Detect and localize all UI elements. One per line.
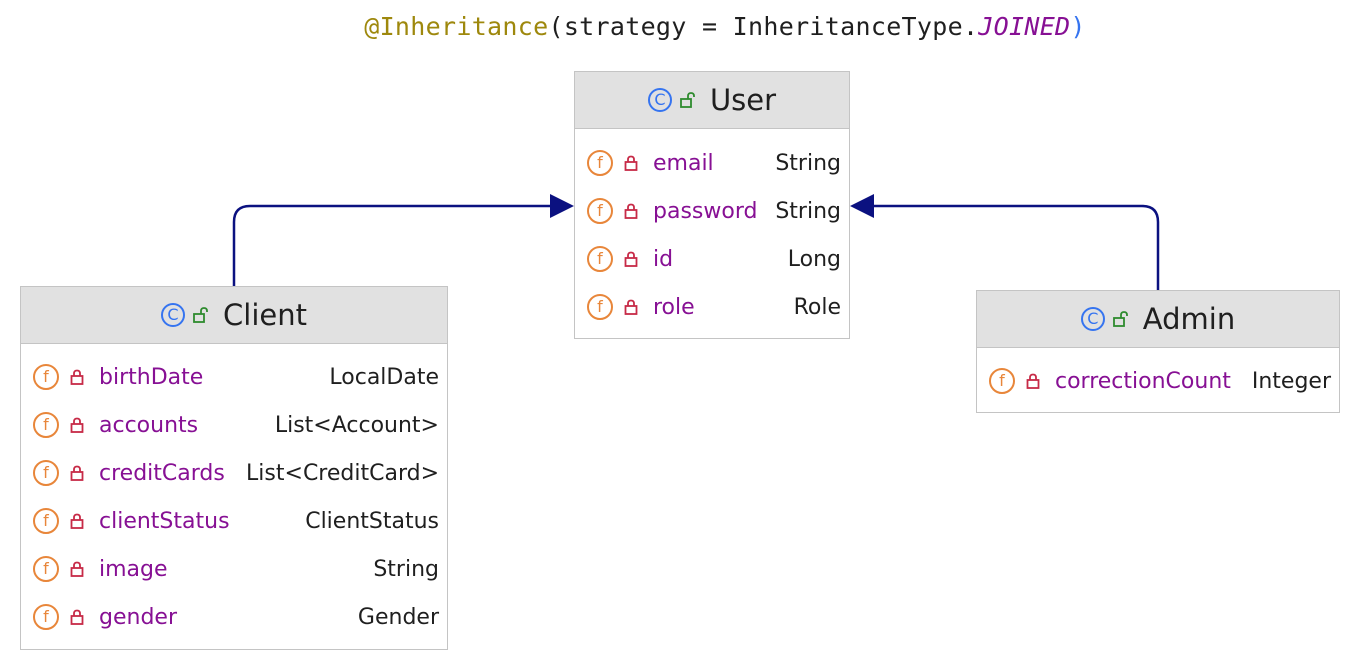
user-field-row[interactable]: f email String bbox=[575, 139, 849, 187]
field-type: String bbox=[775, 198, 841, 224]
annotation-constant: JOINED bbox=[978, 12, 1071, 41]
field-f-icon: f bbox=[587, 150, 613, 176]
annotation-close-paren: ) bbox=[1070, 12, 1086, 41]
admin-class-box[interactable]: C Admin f correctionCount Integer bbox=[976, 290, 1340, 413]
annotation-name: @Inheritance bbox=[364, 12, 549, 41]
field-name: clientStatus bbox=[99, 508, 230, 534]
field-type: Integer bbox=[1251, 368, 1331, 394]
field-f-icon: f bbox=[587, 246, 613, 272]
field-type: List<Account> bbox=[274, 412, 439, 438]
admin-field-row[interactable]: f correctionCount Integer bbox=[977, 357, 1339, 405]
user-field-row[interactable]: f password String bbox=[575, 187, 849, 235]
lock-icon bbox=[70, 609, 84, 625]
client-field-row[interactable]: f birthDate LocalDate bbox=[21, 353, 447, 401]
annotation-open-paren: ( bbox=[548, 12, 564, 41]
lock-icon bbox=[624, 251, 638, 267]
lock-icon bbox=[70, 561, 84, 577]
lock-icon bbox=[70, 369, 84, 385]
field-f-icon: f bbox=[33, 556, 59, 582]
lock-icon bbox=[1026, 373, 1040, 389]
admin-class-title: Admin bbox=[1142, 302, 1236, 336]
admin-to-user-arrowhead bbox=[850, 194, 874, 218]
field-name: email bbox=[653, 150, 714, 176]
class-c-icon: C bbox=[161, 303, 186, 327]
field-name: id bbox=[653, 246, 674, 272]
field-name: gender bbox=[99, 604, 177, 630]
field-name: image bbox=[99, 556, 168, 582]
class-c-icon: C bbox=[1080, 307, 1105, 331]
field-type: ClientStatus bbox=[305, 508, 439, 534]
field-name: role bbox=[653, 294, 695, 320]
admin-class-header: C Admin bbox=[977, 291, 1339, 348]
lock-icon bbox=[70, 465, 84, 481]
lock-icon bbox=[624, 203, 638, 219]
client-field-row[interactable]: f clientStatus ClientStatus bbox=[21, 497, 447, 545]
unlock-icon bbox=[680, 92, 695, 108]
client-field-row[interactable]: f accounts List<Account> bbox=[21, 401, 447, 449]
lock-icon bbox=[70, 513, 84, 529]
client-class-header: C Client bbox=[21, 287, 447, 344]
client-class-title: Client bbox=[223, 298, 307, 332]
client-class-box[interactable]: C Client f birthDate LocalDate f account… bbox=[20, 286, 448, 650]
field-type: Role bbox=[793, 294, 841, 320]
unlock-icon bbox=[193, 307, 208, 323]
admin-to-user-connector bbox=[872, 204, 1160, 290]
lock-icon bbox=[624, 155, 638, 171]
annotation-strategy: strategy = InheritanceType. bbox=[563, 12, 979, 41]
inheritance-annotation: @Inheritance(strategy = InheritanceType.… bbox=[0, 12, 1354, 41]
client-field-row[interactable]: f creditCards List<CreditCard> bbox=[21, 449, 447, 497]
client-to-user-arrowhead bbox=[550, 194, 574, 218]
field-name: birthDate bbox=[99, 364, 204, 390]
field-f-icon: f bbox=[33, 508, 59, 534]
lock-icon bbox=[624, 299, 638, 315]
field-f-icon: f bbox=[33, 604, 59, 630]
field-name: password bbox=[653, 198, 758, 224]
field-name: correctionCount bbox=[1055, 368, 1231, 394]
user-field-row[interactable]: f role Role bbox=[575, 283, 849, 331]
field-f-icon: f bbox=[33, 364, 59, 390]
field-type: Gender bbox=[357, 604, 439, 630]
field-type: List<CreditCard> bbox=[246, 460, 439, 486]
client-field-row[interactable]: f gender Gender bbox=[21, 593, 447, 641]
field-type: String bbox=[775, 150, 841, 176]
user-class-header: C User bbox=[575, 72, 849, 129]
field-f-icon: f bbox=[989, 368, 1015, 394]
field-f-icon: f bbox=[33, 412, 59, 438]
unlock-icon bbox=[1112, 311, 1128, 327]
field-f-icon: f bbox=[33, 460, 59, 486]
field-type: LocalDate bbox=[329, 364, 439, 390]
user-field-row[interactable]: f id Long bbox=[575, 235, 849, 283]
field-f-icon: f bbox=[587, 294, 613, 320]
user-class-title: User bbox=[709, 83, 777, 117]
user-class-box[interactable]: C User f email String f password String … bbox=[574, 71, 850, 339]
field-name: creditCards bbox=[99, 460, 225, 486]
field-type: Long bbox=[787, 246, 841, 272]
field-f-icon: f bbox=[587, 198, 613, 224]
class-c-icon: C bbox=[647, 88, 672, 112]
field-type: String bbox=[373, 556, 439, 582]
client-field-row[interactable]: f image String bbox=[21, 545, 447, 593]
field-name: accounts bbox=[99, 412, 199, 438]
client-to-user-connector bbox=[232, 204, 552, 286]
lock-icon bbox=[70, 417, 84, 433]
